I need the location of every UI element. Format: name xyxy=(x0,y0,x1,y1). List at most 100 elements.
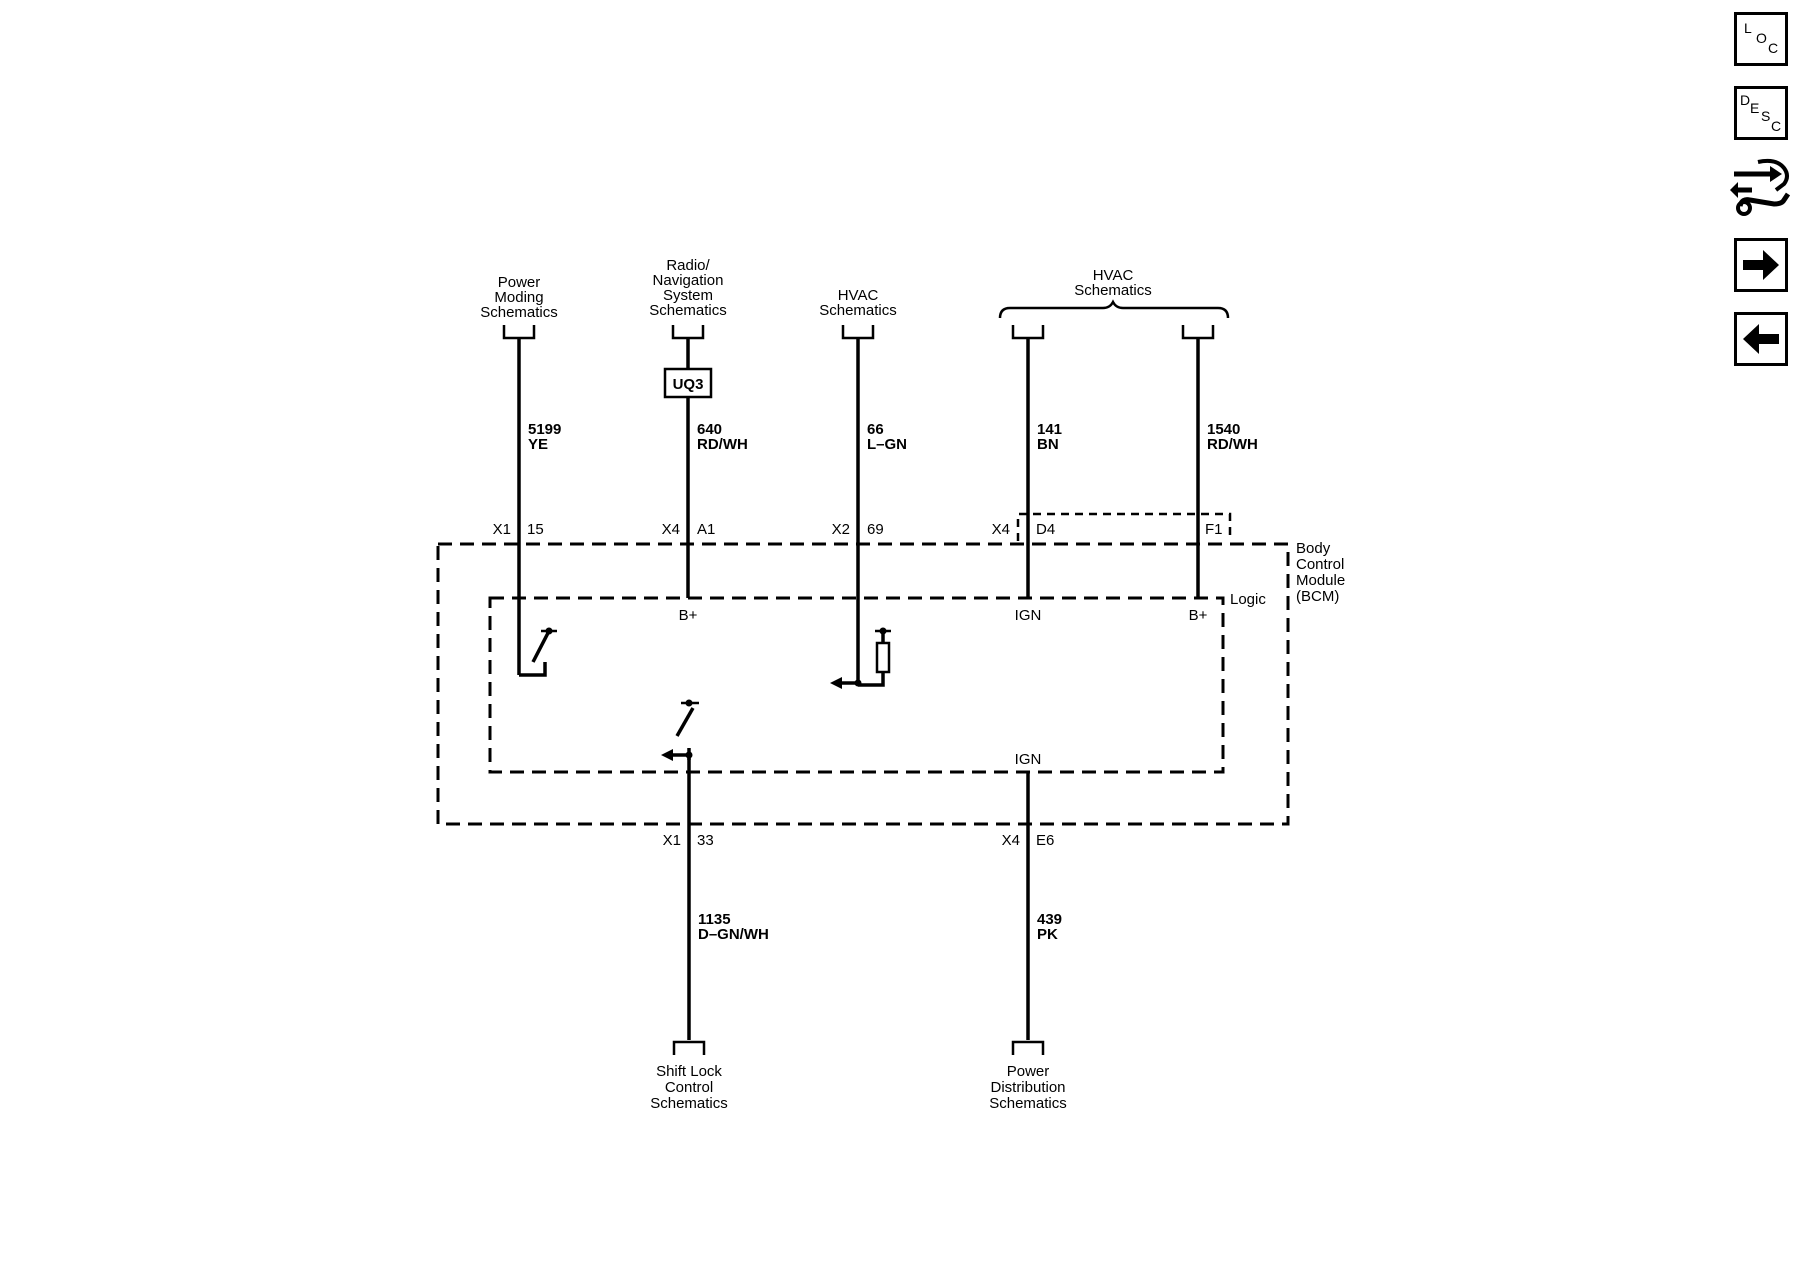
hvac-group-bracket xyxy=(998,299,1230,319)
pin-number: 15 xyxy=(527,521,544,538)
power-distribution-destination-label[interactable]: Power Distribution Schematics xyxy=(989,1063,1067,1112)
destination-label-line: Schematics xyxy=(650,1095,728,1112)
hvac-source-label[interactable]: HVAC Schematics xyxy=(819,287,897,319)
connector-symbol xyxy=(671,325,705,340)
source-label-line: Power xyxy=(498,274,541,291)
destination-label-line: Control xyxy=(665,1079,713,1096)
circuit-number: 66 xyxy=(867,421,884,438)
tools-icon xyxy=(1730,158,1791,216)
source-label-line: HVAC xyxy=(1093,267,1134,284)
ign-label: IGN xyxy=(1015,751,1042,768)
pin-number: D4 xyxy=(1036,521,1055,538)
radio-navigation-source-label[interactable]: Radio/ Navigation System Schematics xyxy=(649,257,727,319)
location-button[interactable]: L O C xyxy=(1734,12,1788,66)
connector-id: X1 xyxy=(663,832,681,849)
wire-label-141: 141 BN xyxy=(1037,421,1062,453)
destination-label-line: Distribution xyxy=(990,1079,1065,1096)
wire-label-5199: 5199 YE xyxy=(528,421,561,453)
module-label-line: Body xyxy=(1296,540,1331,557)
connector-id: X4 xyxy=(992,521,1010,538)
arrow-left-icon xyxy=(1743,324,1779,354)
destination-label-line: Shift Lock xyxy=(656,1063,722,1080)
loc-letter: C xyxy=(1768,40,1778,56)
hvac-group-source-label[interactable]: HVAC Schematics xyxy=(1074,267,1152,299)
circuit-number: 1135 xyxy=(698,911,731,928)
shift-lock-destination-label[interactable]: Shift Lock Control Schematics xyxy=(650,1063,728,1112)
wire-label-439: 439 PK xyxy=(1037,911,1062,943)
source-label-line: Navigation xyxy=(653,272,724,289)
wire-label-1540: 1540 RD/WH xyxy=(1207,421,1258,453)
pin-number: F1 xyxy=(1205,521,1223,538)
wire-color: BN xyxy=(1037,436,1059,453)
source-label-line: Schematics xyxy=(480,304,558,321)
description-button[interactable]: D E S C xyxy=(1734,86,1788,140)
logic-label: Logic xyxy=(1230,591,1266,608)
loc-letter: O xyxy=(1756,30,1767,46)
uq3-label: UQ3 xyxy=(673,376,704,393)
desc-letter: E xyxy=(1750,100,1759,116)
module-label-line: Control xyxy=(1296,556,1344,573)
power-moding-source-label[interactable]: Power Moding Schematics xyxy=(480,274,558,321)
ign-label: IGN xyxy=(1015,607,1042,624)
source-label-line: Schematics xyxy=(1074,282,1152,299)
circuit-number: 5199 xyxy=(528,421,561,438)
wire-color: YE xyxy=(528,436,548,453)
connector-id: X1 xyxy=(493,521,511,538)
arrow-right-icon xyxy=(1743,250,1779,280)
bcm-module-boundary[interactable] xyxy=(436,542,1290,826)
switch-symbol-input xyxy=(519,627,557,677)
desc-letter: S xyxy=(1761,108,1770,124)
desc-letter: C xyxy=(1771,118,1781,134)
source-label-line: System xyxy=(663,287,713,304)
switch-symbol-output xyxy=(661,699,699,761)
destination-label-line: Power xyxy=(1007,1063,1050,1080)
loc-icon: L O C xyxy=(1744,20,1778,56)
pull-up-resistor-symbol xyxy=(830,627,891,689)
circuit-number: 141 xyxy=(1037,421,1062,438)
wire-color: RD/WH xyxy=(697,436,748,453)
source-label-line: HVAC xyxy=(838,287,879,304)
next-button[interactable] xyxy=(1734,238,1788,292)
circuit-number: 640 xyxy=(697,421,722,438)
connector-symbol xyxy=(1011,325,1045,340)
wire-label-640: 640 RD/WH xyxy=(697,421,748,453)
connector-symbol xyxy=(672,1040,706,1055)
pin-number: E6 xyxy=(1036,832,1054,849)
connector-id: X2 xyxy=(832,521,850,538)
circuit-number: 439 xyxy=(1037,911,1062,928)
source-label-line: Schematics xyxy=(649,302,727,319)
wire-color: D–GN/WH xyxy=(698,926,769,943)
pin-number: A1 xyxy=(697,521,715,538)
previous-button[interactable] xyxy=(1734,312,1788,366)
source-label-line: Schematics xyxy=(819,302,897,319)
bplus-label: B+ xyxy=(679,607,698,624)
circuit-number: 1540 xyxy=(1207,421,1240,438)
connector-symbol xyxy=(1011,1040,1045,1055)
desc-icon: D E S C xyxy=(1740,92,1781,134)
pin-number: 69 xyxy=(867,521,884,538)
bcm-module-label: Body Control Module (BCM) xyxy=(1296,540,1345,605)
connector-symbol xyxy=(502,325,536,340)
wire-color: PK xyxy=(1037,926,1058,943)
connector-symbol xyxy=(841,325,875,340)
sub-connector-box xyxy=(1016,512,1232,541)
source-label-line: Moding xyxy=(494,289,543,306)
desc-letter: D xyxy=(1740,92,1750,108)
pin-number: 33 xyxy=(697,832,714,849)
connector-id: X4 xyxy=(662,521,680,538)
wire-color: RD/WH xyxy=(1207,436,1258,453)
bplus-label: B+ xyxy=(1189,607,1208,624)
source-label-line: Radio/ xyxy=(666,257,710,274)
module-label-line: Module xyxy=(1296,572,1345,589)
connector-id: X4 xyxy=(1002,832,1020,849)
logic-block-boundary[interactable] xyxy=(488,596,1225,774)
wire-label-66: 66 L–GN xyxy=(867,421,907,453)
connector-symbol xyxy=(1181,325,1215,340)
module-label-line: (BCM) xyxy=(1296,588,1339,605)
tools-button[interactable] xyxy=(1730,154,1792,222)
destination-label-line: Schematics xyxy=(989,1095,1067,1112)
wire-color: L–GN xyxy=(867,436,907,453)
loc-letter: L xyxy=(1744,20,1752,36)
wire-label-1135: 1135 D–GN/WH xyxy=(698,911,769,943)
